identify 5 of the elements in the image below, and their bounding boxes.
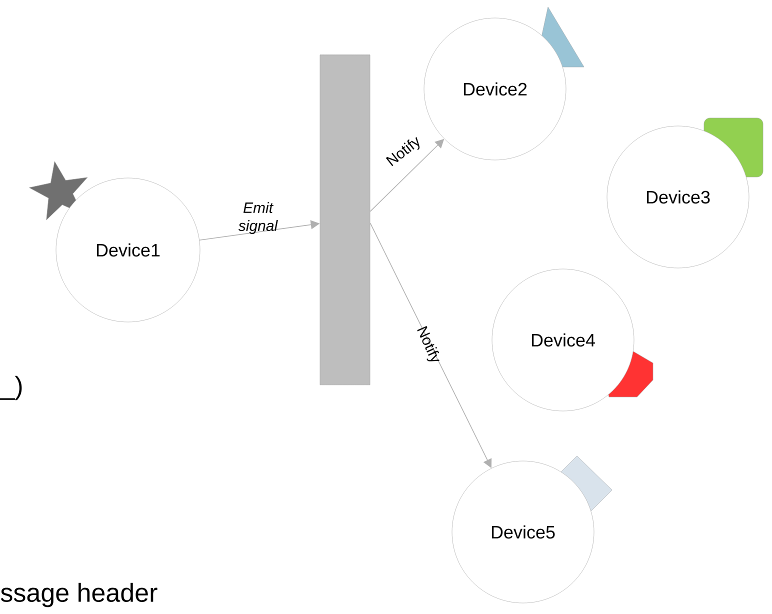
partial-text: ssage header [0,582,158,608]
partial-text: _) [0,376,22,400]
edge-label: Notify [417,326,440,362]
cylinder [320,54,370,386]
edge-label: Emit signal [238,202,278,234]
